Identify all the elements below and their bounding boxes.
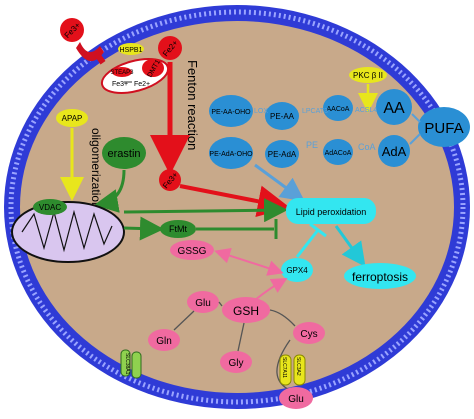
pe-aa-ooh-label: PE-AA-OHO [211,109,251,116]
gsh-label: GSH [233,304,259,318]
dmt1-badge [142,59,164,77]
pe-ada-label: PE-AdA [268,150,297,159]
gln-badge [148,329,180,351]
aacoa-label: AACoA [327,106,350,113]
gly-badge [220,351,252,373]
ada-circle [378,135,410,167]
pufa-to-ada-arrow [409,133,421,145]
ftmt-badge [160,220,196,238]
oligomerization-label: oligomerization [89,128,103,209]
pe-enzyme-label: PE [306,140,318,150]
mito-to-lipid-arrow [123,198,288,223]
gsh-gpx4-cycle [254,278,288,301]
glu-outside-label: Glu [288,394,304,405]
mito-to-ftmt-arrow [123,216,164,241]
gssg-badge [170,240,214,260]
fenton-label: Fenton reaction [185,60,200,150]
ada-label: AdA [382,144,407,159]
pe-aa-circle [265,102,299,130]
lipid-peroxidation-label: Lipid peroxidation [296,207,367,217]
slc7a11-transporter [279,354,292,386]
lox-label: LOX [254,108,268,115]
erastin-badge [102,137,146,169]
pe-ada-circle [265,140,299,168]
fe2-cyto-circle [158,36,182,60]
gln-label: Gln [156,336,172,347]
coa-label: CoA [358,142,376,152]
gpx4-badge [281,258,313,282]
aacoa-circle [323,95,353,121]
hspb1-label: HSPB1 [120,47,143,54]
gly-gsh-link [237,322,245,352]
gly-label: Gly [229,358,244,369]
cell-membrane-pattern [8,9,466,405]
lipid-peroxidation-box [286,198,376,224]
pufa-to-aa-arrow [411,113,421,123]
aa-label: AA [383,100,405,117]
glu-outside-badge [279,387,313,409]
receptor-stalk [92,49,106,65]
aa-circle [376,89,412,125]
vdac-badge [33,199,67,215]
gpx4-inhibit-bar [309,222,327,238]
pkc-label: PKC β II [353,71,383,80]
ferroptosis-badge [344,263,416,289]
fe3-outside-circle [60,18,84,42]
pe-aa-ooh-circle [209,95,253,127]
fe3-endosome-label: Fe3+ [112,81,128,88]
adacoa-label: AdACoA [325,150,352,157]
adacoa-circle [323,139,353,165]
apap-label: APAP [62,114,83,123]
ferroptosis-label: ferroptosis [352,270,408,284]
erastin-arrow [94,169,126,213]
slc3a2-label: SLC3A2 [295,357,301,376]
fe2-endosome-label: Fe2+ [134,81,150,88]
pe-ada-ooh-label: PE-AdA-OHO [209,151,253,158]
fe3-cyto-circle [159,169,181,191]
lpcat3-label: LPCAT3 [302,108,328,115]
pufa-badge [418,107,470,147]
steap3-label: STEAP3 [110,70,134,76]
transporter-left-a [120,349,131,377]
steap3-badge [112,67,132,77]
gpx4-label: GPX4 [286,266,308,275]
gssg-label: GSSG [178,246,207,257]
gln-glu-link [173,310,195,331]
pkc-badge [349,67,387,83]
glu-gsh-link [218,301,223,307]
mitochondrion [11,201,125,263]
hspb1-badge [118,43,144,55]
pe-aa-label: PE-AA [270,112,295,121]
ftmt-label: FtMt [169,224,187,234]
transporter-left-b [131,351,142,379]
slc7a11-label: SLC7A11 [281,357,287,378]
pufa-label: PUFA [424,120,463,137]
acsl4-label: ACSL4 [355,107,377,114]
lipid-to-ferroptosis-arrow [334,225,366,267]
glu-label: Glu [195,298,211,309]
gpx4-inhibit-line [295,229,320,258]
transporter-left-label: SLC38A1 [124,353,130,375]
cys-gsh-link [269,309,296,327]
gssg-gpx4-cycle [214,247,284,276]
cys-badge [293,322,325,344]
pe-ada-ooh-circle [209,137,253,169]
apap-badge [56,109,88,127]
gsh-badge [222,297,270,323]
mitochondrion-cristae [21,209,113,253]
cys-label: Cys [300,329,317,340]
glu-badge [187,291,219,313]
vdac-label: VDAC [39,203,61,212]
erastin-label: erastin [107,148,140,160]
pufa-to-lipid-arrow [254,163,305,202]
slc3a2-transporter [293,354,306,386]
